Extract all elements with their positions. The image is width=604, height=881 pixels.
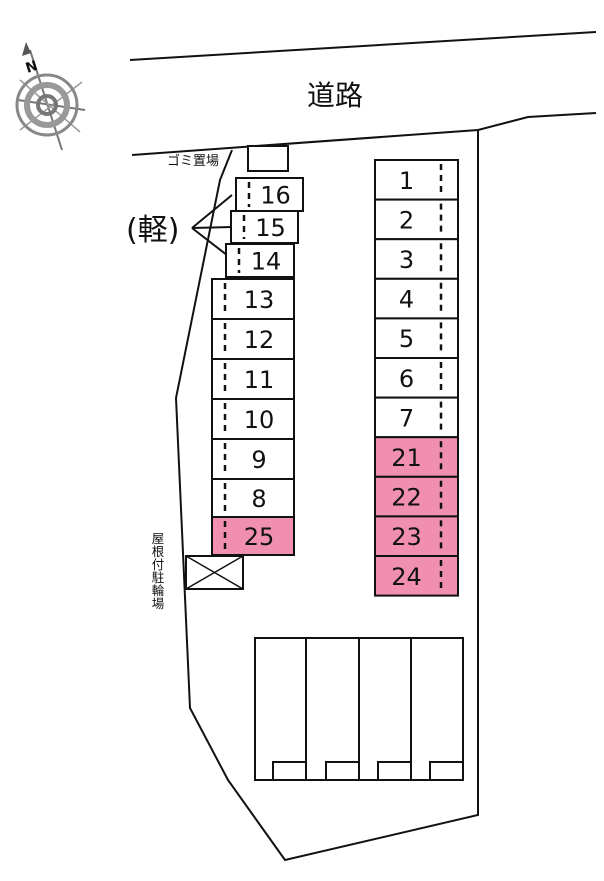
- parking-space-14: 14: [225, 243, 295, 278]
- parking-space-number: 12: [244, 326, 275, 354]
- parking-space-number: 15: [255, 214, 286, 242]
- parking-space-25: 25: [211, 516, 295, 556]
- parking-space-number: 3: [399, 246, 414, 274]
- kei-bracket-15: [191, 226, 233, 229]
- lot-boundary: [174, 130, 479, 862]
- parking-space-23: 23: [374, 515, 459, 558]
- parking-space-number: 21: [391, 444, 422, 472]
- parking-space-13: 13: [211, 278, 295, 320]
- parking-space-1: 1: [374, 159, 459, 201]
- parking-space-number: 13: [244, 286, 275, 314]
- road-label: 道路: [307, 79, 363, 112]
- parking-space-number: 1: [399, 167, 414, 195]
- road-bottom-edge-right: [477, 112, 597, 131]
- parking-space-5: 5: [374, 317, 459, 359]
- parking-space-2: 2: [374, 198, 459, 241]
- parking-space-22: 22: [374, 475, 459, 518]
- parking-space-21: 21: [374, 436, 459, 478]
- parking-space-number: 11: [244, 366, 275, 394]
- parking-space-number: 23: [391, 523, 422, 551]
- parking-space-24: 24: [374, 555, 459, 597]
- parking-space-3: 3: [374, 238, 459, 280]
- bicycle-shelter: [185, 555, 244, 590]
- garage-block: [254, 637, 464, 781]
- kei-bracket-16: [191, 194, 233, 229]
- parking-space-number: 14: [251, 248, 282, 276]
- compass-north-letter: N: [24, 58, 40, 77]
- parking-space-number: 5: [399, 325, 414, 353]
- parking-space-number: 7: [399, 404, 414, 432]
- parking-space-number: 9: [251, 446, 266, 474]
- parking-space-6: 6: [374, 357, 459, 399]
- parking-space-number: 2: [399, 206, 414, 234]
- kei-car-label: (軽): [126, 213, 179, 248]
- parking-space-number: 6: [399, 365, 414, 393]
- left-parking-column: 16 15 14 13 12 11 10 9 8 25: [211, 177, 304, 556]
- parking-space-8: 8: [211, 478, 295, 518]
- garbage-area: [247, 145, 289, 172]
- parking-space-number: 16: [260, 182, 291, 210]
- parking-space-number: 22: [391, 484, 422, 512]
- parking-space-10: 10: [211, 398, 295, 440]
- road-top-edge: [129, 31, 597, 61]
- parking-space-number: 10: [244, 406, 275, 434]
- parking-space-7: 7: [374, 396, 459, 439]
- parking-space-11: 11: [211, 358, 295, 400]
- parking-space-15: 15: [230, 210, 299, 244]
- bicycle-shelter-label: 屋根付駐輪場: [150, 532, 165, 610]
- road-bottom-edge: [131, 129, 479, 156]
- parking-space-number: 25: [244, 523, 275, 551]
- parking-space-number: 8: [251, 485, 266, 513]
- parking-space-12: 12: [211, 318, 295, 360]
- parking-space-9: 9: [211, 438, 295, 480]
- parking-space-16: 16: [235, 177, 304, 212]
- garbage-area-label: ゴミ置場: [167, 153, 219, 169]
- compass-rose-icon: [15, 42, 86, 151]
- parking-space-4: 4: [374, 277, 459, 320]
- parking-space-number: 4: [399, 286, 414, 314]
- parking-space-number: 24: [391, 563, 422, 591]
